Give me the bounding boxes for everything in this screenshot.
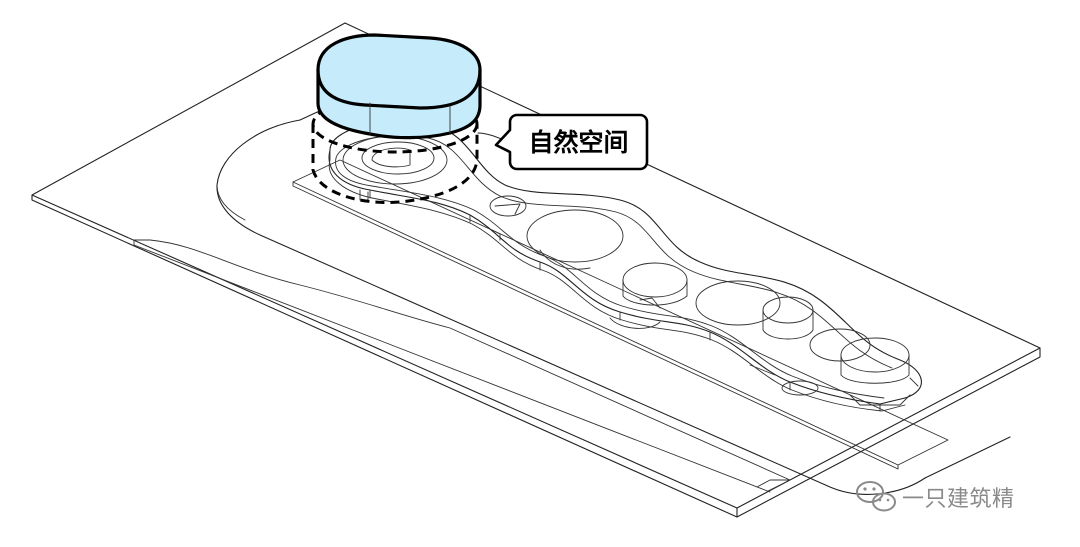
cylinder-1 (762, 296, 814, 324)
dashed-cylinder-body (311, 124, 479, 204)
pavilion-1 (622, 262, 688, 298)
cylinder-2 (840, 337, 910, 373)
courtyard-1 (342, 135, 448, 185)
wechat-icon (856, 481, 896, 512)
courtyard-5 (809, 328, 871, 362)
watermark: 一只建筑精 (856, 481, 1015, 512)
courtyards (342, 135, 919, 406)
natural-space-volume (316, 33, 482, 140)
callout-box (494, 113, 649, 171)
courtyard-4 (695, 280, 781, 326)
building-plate (292, 159, 949, 470)
watermark-text: 一只建筑精 (902, 487, 1015, 512)
callout-label: 自然空间 (528, 128, 628, 157)
site-plate (31, 22, 1041, 518)
callout: 自然空间 (477, 113, 649, 171)
courtyard-2 (489, 195, 527, 217)
volume-top-face (316, 33, 482, 110)
courtyard-3 (526, 209, 624, 263)
road-strip (133, 239, 791, 493)
